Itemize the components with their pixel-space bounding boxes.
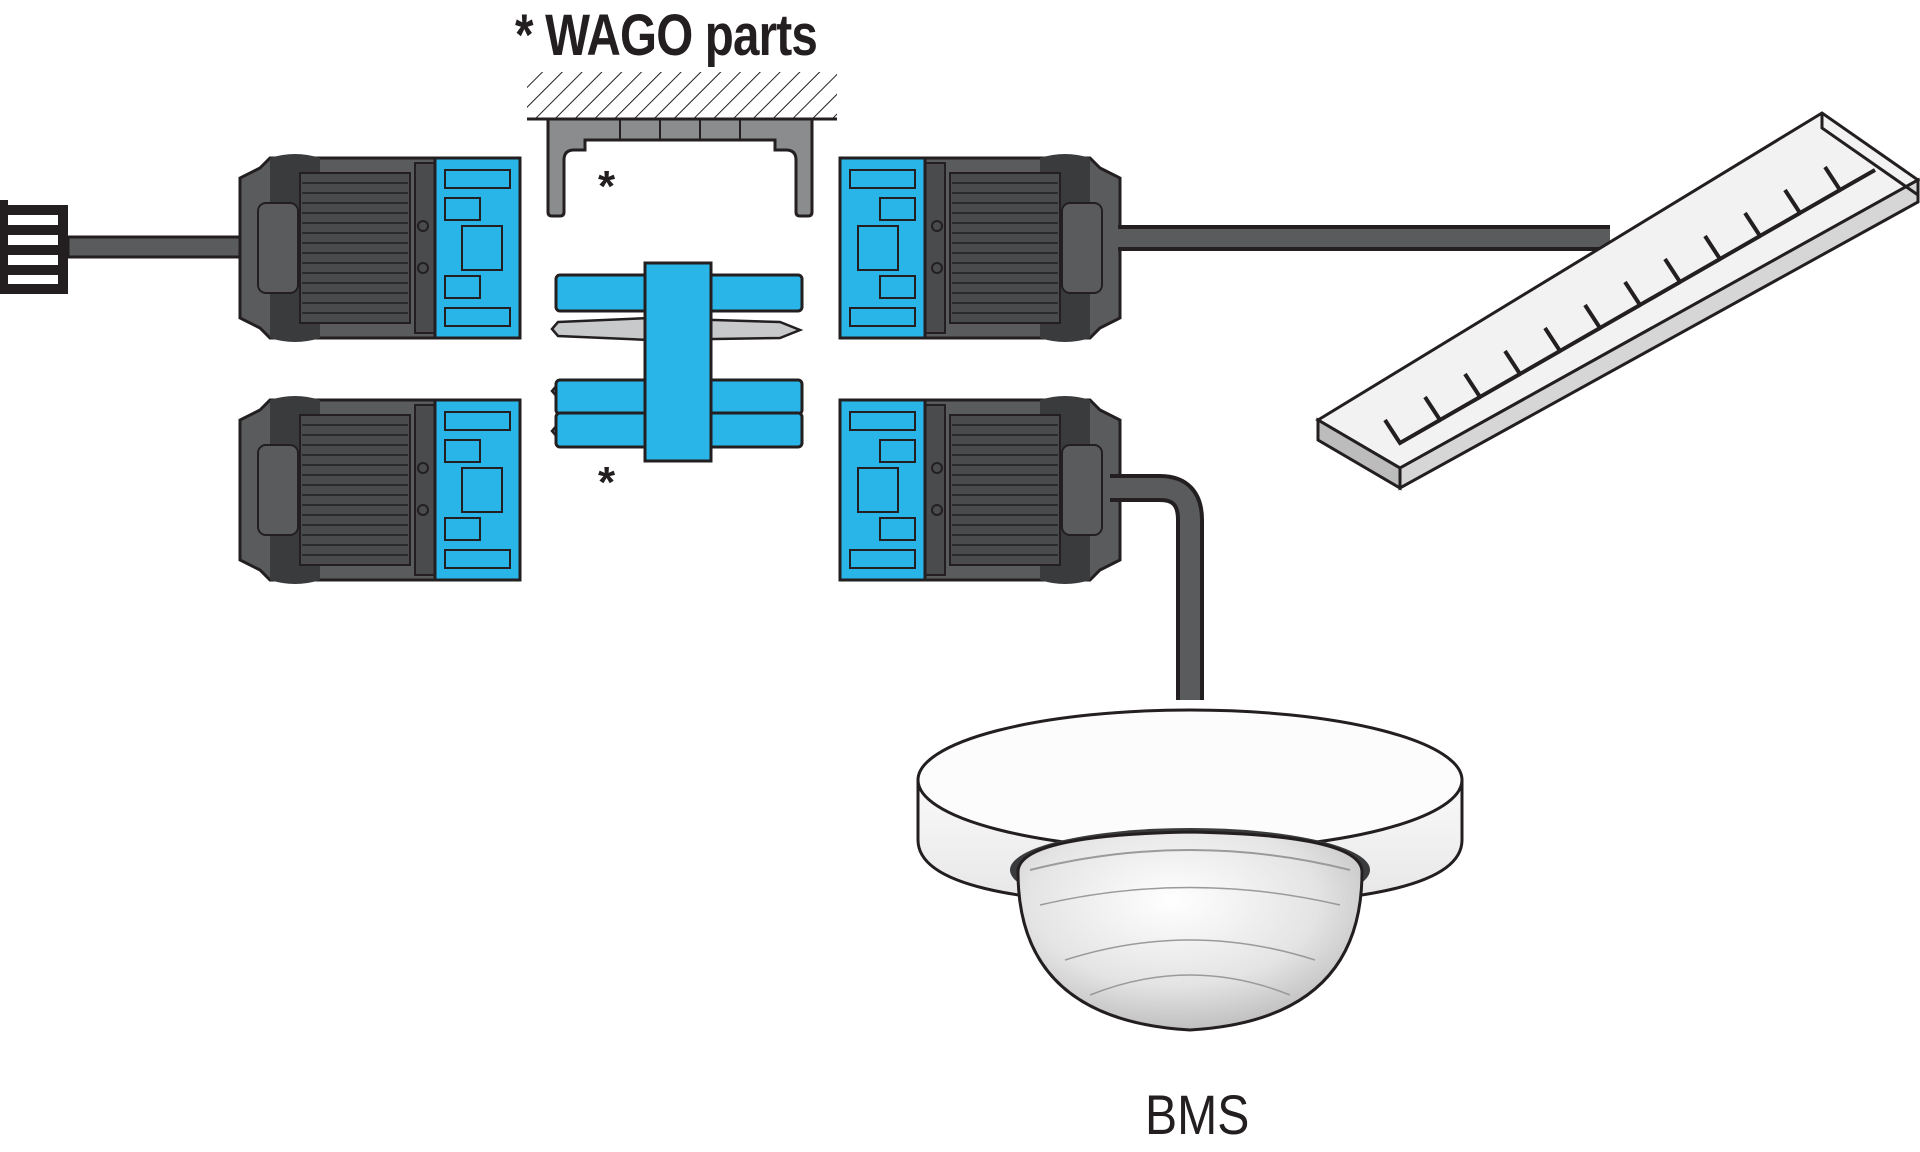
plug-icon: [0, 200, 245, 294]
connector-bottom-left: [238, 394, 522, 586]
connector-top-right: [838, 152, 1122, 344]
asterisk-block: *: [598, 458, 616, 507]
asterisk-cover: *: [598, 162, 616, 211]
connector-bottom-right: [838, 394, 1122, 586]
cable-bms: [1110, 474, 1204, 700]
luminaire-icon: [1315, 111, 1920, 491]
bms-sensor-icon: [916, 708, 1464, 1032]
connector-top-left: [238, 152, 522, 344]
diagram-title: * WAGO parts: [515, 3, 818, 68]
cover-part-icon: [527, 72, 837, 218]
distribution-block-icon: [550, 261, 804, 463]
bms-label: BMS: [1145, 1083, 1250, 1146]
